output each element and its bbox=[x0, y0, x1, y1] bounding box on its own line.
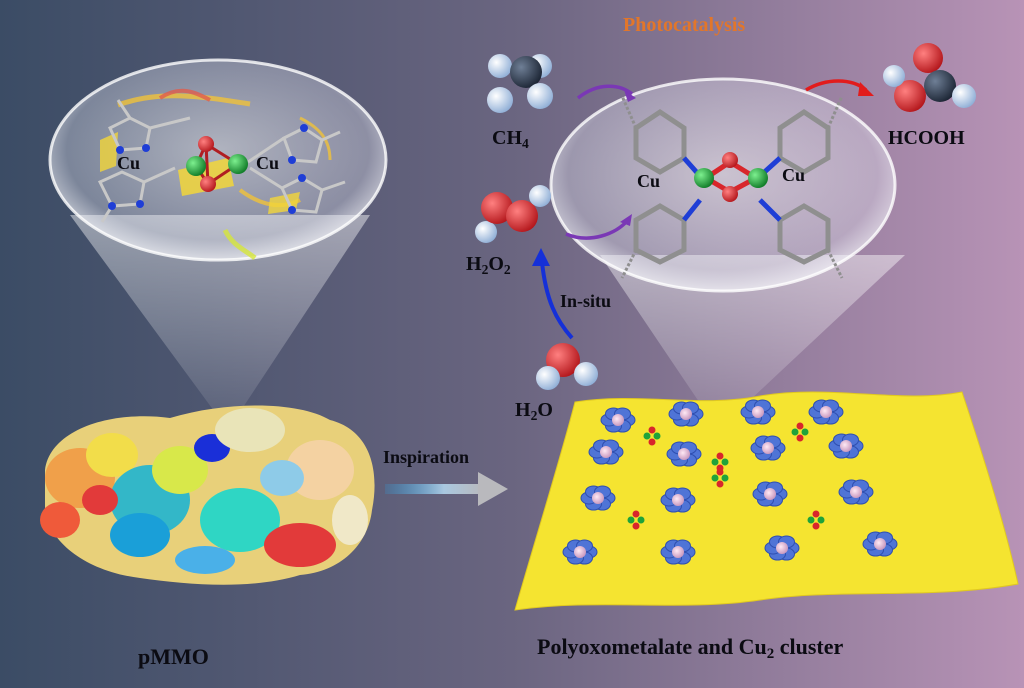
polyoxometalate-cluster bbox=[764, 535, 800, 561]
copper-label-right-2: Cu bbox=[782, 165, 806, 185]
polyoxometalate-cluster bbox=[580, 485, 616, 511]
ch4-subscript: 4 bbox=[522, 135, 529, 151]
catalyst-to-hcooh-arrow bbox=[805, 79, 874, 96]
polyoxometalate-cluster bbox=[740, 399, 776, 425]
pmmo-label: pMMO bbox=[138, 644, 209, 669]
polyoxometalate-cluster bbox=[600, 407, 636, 433]
copper-atom bbox=[748, 168, 768, 188]
copper-label-left-1: Cu bbox=[117, 153, 141, 173]
copper-label-left-2: Cu bbox=[256, 153, 280, 173]
caption-text: Polyoxometalate and Cu bbox=[537, 634, 767, 659]
polyoxometalate-cluster bbox=[838, 479, 874, 505]
in-situ-label: In-situ bbox=[560, 291, 612, 311]
h2o-label: H2O bbox=[515, 400, 553, 422]
polyoxometalate-cluster bbox=[808, 399, 844, 425]
cu2-linker bbox=[791, 422, 809, 442]
left-lens-beam bbox=[70, 215, 370, 430]
cu2-linker bbox=[711, 452, 729, 472]
pmmo-protein-surface bbox=[40, 405, 375, 585]
ch4-molecule bbox=[487, 54, 553, 113]
cu2-linker bbox=[627, 510, 645, 530]
copper-label-right-1: Cu bbox=[637, 171, 661, 191]
inspiration-arrow bbox=[385, 472, 508, 506]
polyoxometalate-cluster bbox=[660, 539, 696, 565]
pmmo-active-site-structure bbox=[97, 88, 346, 260]
copper-atom bbox=[186, 156, 206, 176]
cu2-linker bbox=[711, 468, 729, 488]
hcooh-label: HCOOH bbox=[888, 127, 965, 149]
photocatalysis-label: Photocatalysis bbox=[623, 14, 746, 36]
polyoxometalate-caption: Polyoxometalate and Cu2 cluster bbox=[537, 636, 843, 662]
h2o2-h: H bbox=[466, 253, 482, 275]
polyoxometalate-cluster bbox=[750, 435, 786, 461]
polyoxometalate-cluster bbox=[862, 531, 898, 557]
h2o2-molecule bbox=[475, 185, 551, 243]
cu2-cluster-structure bbox=[620, 95, 844, 279]
h2o-h: H bbox=[515, 399, 531, 421]
in-situ-arrow bbox=[532, 248, 574, 340]
inspiration-label: Inspiration bbox=[383, 447, 470, 467]
h2o2-label: H2O2 bbox=[466, 254, 511, 276]
hcooh-molecule bbox=[883, 43, 976, 112]
polyoxometalate-cluster bbox=[588, 439, 624, 465]
h2o2-sub-1: 2 bbox=[481, 261, 489, 277]
right-lens-beam bbox=[600, 255, 905, 430]
h2o2-o: O bbox=[488, 253, 504, 275]
oxygen-atom bbox=[722, 152, 738, 168]
h2o2-sub-2: 2 bbox=[503, 261, 511, 277]
ch4-to-catalyst-arrow bbox=[576, 84, 636, 102]
ch4-base: CH bbox=[492, 127, 522, 149]
caption-suffix: cluster bbox=[774, 634, 844, 659]
copper-atom bbox=[228, 154, 248, 174]
caption-subscript: 2 bbox=[766, 646, 775, 663]
cu2-linker bbox=[643, 426, 661, 446]
oxygen-atom bbox=[722, 186, 738, 202]
polyoxometalate-cluster bbox=[660, 487, 696, 513]
right-magnifier-lens bbox=[549, 77, 897, 293]
h2o-o: O bbox=[537, 399, 553, 421]
h2o2-to-catalyst-arrow bbox=[565, 214, 632, 240]
cu2-linker bbox=[807, 510, 825, 530]
oxygen-atom bbox=[198, 136, 214, 152]
polyoxometalate-cluster bbox=[666, 441, 702, 467]
polyoxometalate-cluster-array bbox=[562, 399, 898, 565]
ch4-label: CH4 bbox=[492, 128, 529, 150]
oxygen-atom bbox=[200, 176, 216, 192]
polyoxometalate-cluster bbox=[668, 401, 704, 427]
h2o-sub: 2 bbox=[530, 407, 538, 423]
polyoxometalate-cluster bbox=[828, 433, 864, 459]
copper-atom bbox=[694, 168, 714, 188]
h2o-molecule bbox=[536, 343, 598, 390]
polyoxometalate-cluster bbox=[562, 539, 598, 565]
polyoxometalate-cluster bbox=[752, 481, 788, 507]
